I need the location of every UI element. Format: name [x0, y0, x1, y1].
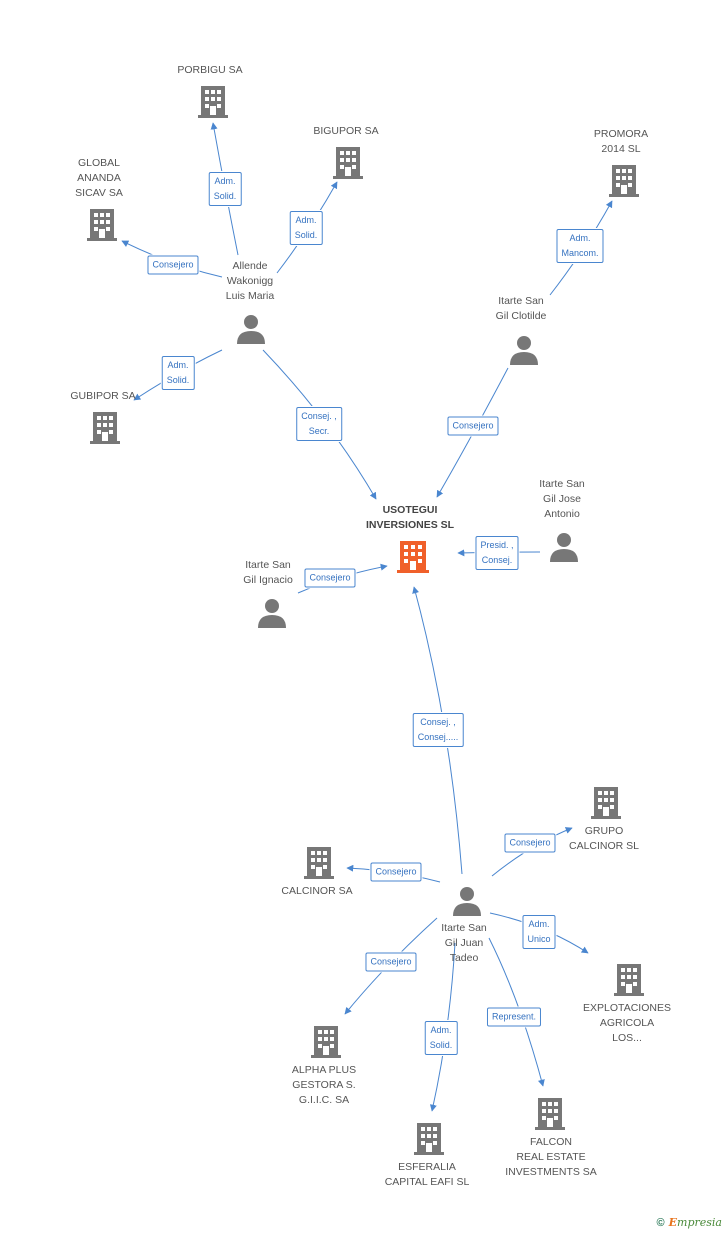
- ignacio-label[interactable]: Itarte San Gil Ignacio: [243, 559, 293, 586]
- calcinor-label[interactable]: CALCINOR SA: [281, 885, 353, 897]
- juan-tadeo-label[interactable]: Itarte San Gil Juan Tadeo: [441, 922, 487, 964]
- ignacio-person-icon[interactable]: [257, 598, 287, 633]
- allende-person-icon[interactable]: [236, 314, 266, 349]
- relation-allende-gubipor[interactable]: Adm. Solid.: [161, 356, 195, 390]
- alpha-plus-building-icon[interactable]: [311, 1024, 341, 1063]
- relation-allende-global[interactable]: Consejero: [147, 255, 199, 275]
- promora-label[interactable]: PROMORA 2014 SL: [593, 128, 649, 155]
- esferalia-building-icon[interactable]: [414, 1121, 444, 1160]
- bigupor-label[interactable]: BIGUPOR SA: [313, 125, 379, 137]
- relation-juan-usotegui[interactable]: Consej. , Consej.....: [412, 713, 464, 747]
- usotegui-label[interactable]: USOTEGUI INVERSIONES SL: [365, 504, 455, 531]
- esferalia-label[interactable]: ESFERALIA CAPITAL EAFI SL: [384, 1161, 470, 1188]
- falcon-label[interactable]: FALCON REAL ESTATE INVESTMENTS SA: [505, 1136, 597, 1178]
- relation-ignacio-usotegui[interactable]: Consejero: [304, 568, 356, 588]
- relation-juan-grupo[interactable]: Consejero: [504, 833, 556, 853]
- brand-rest: mpresia: [677, 1216, 722, 1229]
- porbigu-label[interactable]: PORBIGU SA: [177, 64, 243, 76]
- jose-antonio-label[interactable]: Itarte San Gil Jose Antonio: [539, 478, 585, 520]
- edge-clotilde-usotegui: [436, 367, 509, 498]
- relation-juan-falcon[interactable]: Represent.: [486, 1007, 542, 1027]
- relation-juan-calcinor[interactable]: Consejero: [370, 862, 422, 882]
- edge-juan-falcon: [488, 937, 545, 1087]
- grupo-calcinor-building-icon[interactable]: [591, 785, 621, 824]
- bigupor-building-icon[interactable]: [333, 145, 363, 184]
- allende-label[interactable]: Allende Wakonigg Luis Maria: [225, 260, 275, 302]
- relation-allende-bigupor[interactable]: Adm. Solid.: [289, 211, 323, 245]
- relation-juan-explotaciones[interactable]: Adm. Unico: [522, 915, 556, 949]
- clotilde-person-icon[interactable]: [509, 335, 539, 370]
- global-ananda-label[interactable]: GLOBAL ANANDA SICAV SA: [75, 157, 123, 199]
- relation-clotilde-usotegui[interactable]: Consejero: [447, 416, 499, 436]
- relation-allende-usotegui[interactable]: Consej. , Secr.: [296, 407, 342, 441]
- jose-antonio-person-icon[interactable]: [549, 532, 579, 567]
- usotegui-building-icon[interactable]: [397, 539, 429, 578]
- juan-tadeo-person-icon[interactable]: [452, 886, 482, 921]
- copyright-icon: ©: [656, 1217, 665, 1229]
- relation-juan-esferalia[interactable]: Adm. Solid.: [424, 1021, 458, 1055]
- falcon-building-icon[interactable]: [535, 1096, 565, 1135]
- brand-footer: ©Empresia: [657, 1216, 722, 1229]
- relation-allende-porbigu[interactable]: Adm. Solid.: [208, 172, 242, 206]
- brand-e: E: [668, 1216, 678, 1229]
- porbigu-building-icon[interactable]: [198, 84, 228, 123]
- gubipor-label[interactable]: GUBIPOR SA: [70, 390, 136, 402]
- gubipor-building-icon[interactable]: [90, 410, 120, 449]
- global-ananda-building-icon[interactable]: [87, 207, 117, 246]
- relation-juan-alpha[interactable]: Consejero: [365, 952, 417, 972]
- relation-clotilde-promora[interactable]: Adm. Mancom.: [556, 229, 604, 263]
- alpha-plus-label[interactable]: ALPHA PLUS GESTORA S. G.I.I.C. SA: [291, 1064, 357, 1106]
- grupo-calcinor-label[interactable]: GRUPO CALCINOR SL: [568, 825, 640, 852]
- relation-jose-usotegui[interactable]: Presid. , Consej.: [475, 536, 519, 570]
- explotaciones-building-icon[interactable]: [614, 962, 644, 1001]
- promora-building-icon[interactable]: [609, 163, 639, 202]
- clotilde-label[interactable]: Itarte San Gil Clotilde: [495, 295, 547, 322]
- calcinor-building-icon[interactable]: [304, 845, 334, 884]
- explotaciones-label[interactable]: EXPLOTACIONES AGRICOLA LOS...: [583, 1002, 671, 1044]
